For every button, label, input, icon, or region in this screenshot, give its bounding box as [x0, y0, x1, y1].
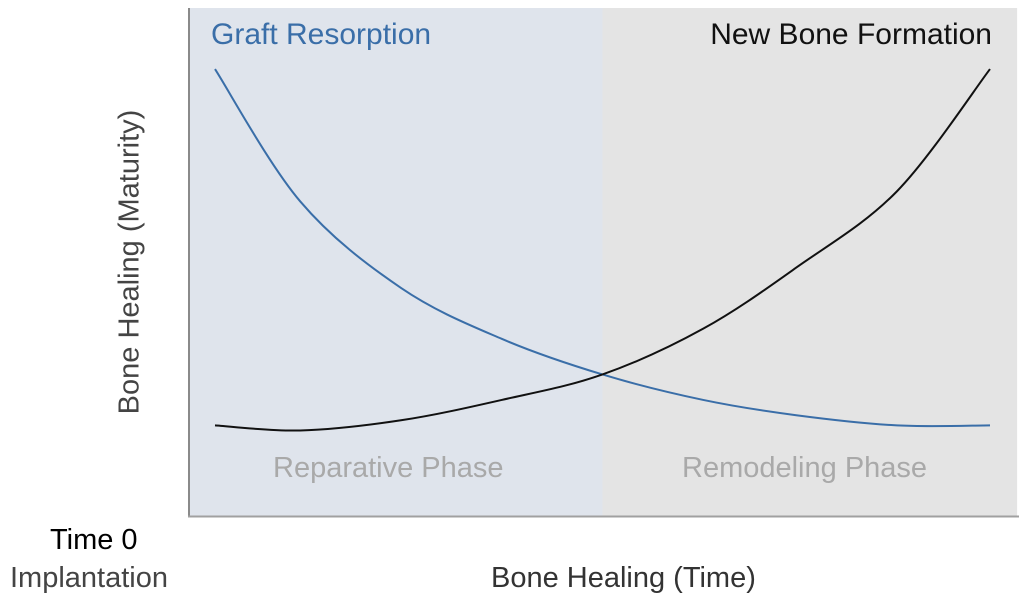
region-label-remodeling: Remodeling Phase [682, 452, 928, 484]
region-reparative-phase [190, 8, 603, 517]
region-label-reparative: Reparative Phase [273, 452, 504, 484]
x-origin-label: Time 0 [50, 524, 138, 556]
x-axis-label: Bone Healing (Time) [491, 562, 756, 594]
y-axis-label: Bone Healing (Maturity) [113, 109, 146, 415]
legend-new-bone-formation: New Bone Formation [710, 18, 992, 51]
x-origin-sublabel: Implantation [10, 562, 168, 594]
legend-graft-resorption: Graft Resorption [211, 18, 432, 51]
series-line-new-bone-formation [214, 68, 991, 432]
series-line-graft-resorption [214, 68, 991, 428]
region-remodeling-phase [602, 8, 1018, 517]
